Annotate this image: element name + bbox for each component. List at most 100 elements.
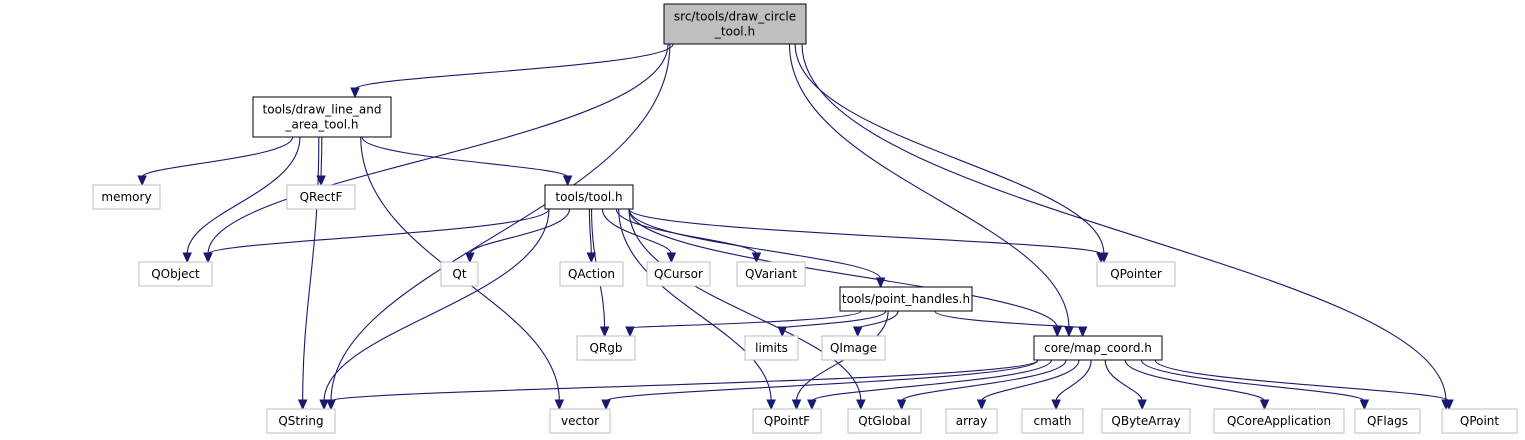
node-qstring: QString — [266, 408, 336, 434]
node-box — [544, 184, 634, 210]
node-label: _area_tool.h — [285, 118, 359, 132]
node-label: memory — [101, 190, 151, 204]
edge-root-to-qpointer — [794, 43, 1109, 264]
node-box — [847, 408, 922, 434]
node-dlat[interactable]: tools/draw_line_and_area_tool.h — [252, 96, 392, 138]
node-box — [1441, 408, 1518, 434]
node-box — [1354, 408, 1421, 434]
node-label: vector — [561, 414, 599, 428]
node-box — [549, 408, 611, 434]
edge-mc-to-qpointf — [807, 359, 1052, 411]
edge-ph-to-mc — [934, 310, 1088, 338]
node-label: array — [956, 414, 987, 428]
node-tool[interactable]: tools/tool.h — [544, 184, 634, 210]
edge-mc-to-qcoreapp — [1124, 359, 1270, 411]
edge-dlat-to-tool — [361, 136, 573, 187]
edge-tool-to-qpointer — [628, 208, 1106, 264]
node-label: Qt — [452, 267, 466, 281]
node-mc[interactable]: core/map_coord.h — [1033, 335, 1163, 361]
node-qaction: QAction — [559, 261, 624, 287]
node-qobject: QObject — [138, 261, 213, 287]
node-label: QByteArray — [1111, 414, 1180, 428]
node-box — [266, 408, 336, 434]
node-qflags: QFlags — [1354, 408, 1421, 434]
node-label: core/map_coord.h — [1044, 341, 1152, 355]
edge-mc-to-qbytearray — [1104, 359, 1147, 411]
node-box — [945, 408, 998, 434]
node-label: src/tools/draw_circle — [674, 10, 796, 24]
edge-tool-to-qpointf — [618, 208, 776, 411]
node-box — [138, 261, 213, 287]
node-box — [92, 184, 161, 210]
node-box — [440, 261, 479, 287]
node-box — [559, 261, 624, 287]
node-qcursor: QCursor — [646, 261, 711, 287]
node-box — [286, 184, 356, 210]
node-box — [576, 335, 636, 361]
node-box — [1033, 335, 1163, 361]
node-label: QFlags — [1367, 414, 1408, 428]
node-qt: Qt — [440, 261, 479, 287]
node-root[interactable]: src/tools/draw_circle_tool.h — [663, 3, 807, 45]
node-cmath: cmath — [1021, 408, 1084, 434]
node-box — [1096, 261, 1176, 287]
node-qrgb: QRgb — [576, 335, 636, 361]
edge-mc-to-array — [976, 359, 1080, 411]
edge-mc-to-qtglobal — [896, 359, 1067, 411]
node-box — [1101, 408, 1191, 434]
edge-dlat-to-qstring — [297, 136, 320, 411]
node-vector: vector — [549, 408, 611, 434]
node-box — [252, 96, 392, 138]
node-label: tools/draw_line_and — [263, 103, 382, 117]
node-label: QVariant — [745, 267, 797, 281]
edge-root-to-dlat — [350, 43, 674, 99]
edge-dlat-to-qrectf — [316, 136, 326, 187]
node-qvariant: QVariant — [736, 261, 806, 287]
node-qtglobal: QtGlobal — [847, 408, 922, 434]
edge-tool-to-qaction — [586, 208, 597, 264]
edge-tool-to-qobject — [203, 208, 550, 264]
edge-tool-to-qstring — [319, 208, 550, 411]
node-qrectf: QRectF — [286, 184, 356, 210]
node-label: QObject — [151, 267, 200, 281]
node-label: QRgb — [589, 341, 622, 355]
node-label: QPoint — [1460, 414, 1500, 428]
node-label: tools/point_handles.h — [842, 292, 970, 306]
node-box — [1213, 408, 1345, 434]
node-box — [663, 3, 807, 45]
node-label: _tool.h — [714, 25, 755, 39]
node-qimage: QImage — [821, 335, 886, 361]
node-qpointf: QPointF — [752, 408, 822, 434]
edge-mc-to-qflags — [1140, 359, 1370, 411]
node-box — [821, 335, 886, 361]
node-label: limits — [755, 341, 788, 355]
edge-ph-to-qrgb — [625, 310, 862, 338]
node-label: QImage — [830, 341, 877, 355]
node-label: QPointer — [1110, 267, 1162, 281]
node-ph[interactable]: tools/point_handles.h — [839, 286, 973, 312]
node-label: cmath — [1034, 414, 1072, 428]
edge-mc-to-cmath — [1051, 359, 1092, 411]
edge-ph-to-qpointf — [791, 310, 889, 411]
node-array: array — [945, 408, 998, 434]
node-box — [752, 408, 822, 434]
node-qpoint: QPoint — [1441, 408, 1518, 434]
edge-mc-to-qstring — [326, 359, 1039, 411]
edge-mc-to-qpoint — [1154, 359, 1454, 411]
node-qpointer: QPointer — [1096, 261, 1176, 287]
edge-tool-to-qt — [465, 208, 571, 264]
node-box — [736, 261, 806, 287]
node-qbytearray: QByteArray — [1101, 408, 1191, 434]
node-label: QtGlobal — [858, 414, 910, 428]
node-box — [646, 261, 711, 287]
node-box — [839, 286, 973, 312]
node-label: tools/tool.h — [555, 190, 622, 204]
node-qcoreapp: QCoreApplication — [1213, 408, 1345, 434]
node-label: QCursor — [654, 267, 703, 281]
edge-ph-to-limits — [777, 310, 887, 338]
node-box — [1021, 408, 1084, 434]
edge-dlat-to-qobject — [182, 136, 301, 264]
node-label: QCoreApplication — [1227, 414, 1331, 428]
node-label: QPointF — [764, 414, 810, 428]
